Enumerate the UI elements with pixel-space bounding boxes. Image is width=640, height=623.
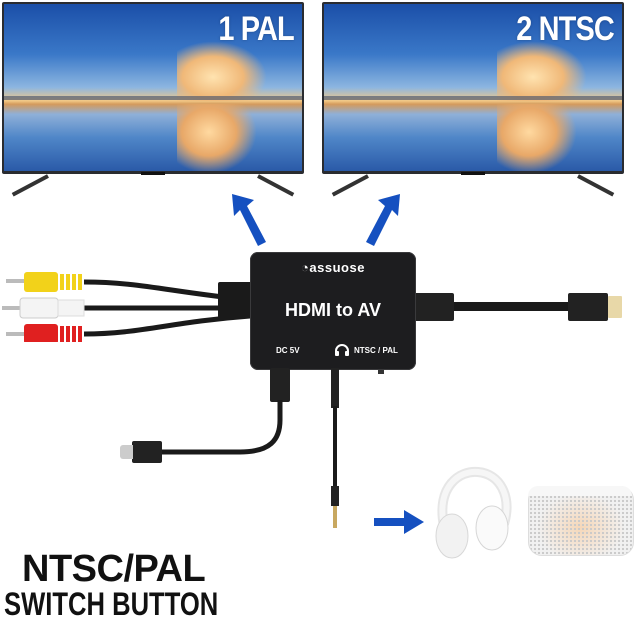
tv-bezel-logo <box>460 172 485 175</box>
audio-plug-housing <box>331 368 339 408</box>
audio-3.5mm-tip <box>333 506 337 528</box>
usb-c-plug-tip <box>120 445 133 459</box>
cloud-reflection <box>496 104 577 171</box>
cloud-image <box>496 40 587 101</box>
usb-c-plug-device-end <box>270 368 290 402</box>
tv-label: 2 NTSC <box>516 10 615 48</box>
tv-pal: 1 PAL <box>2 2 304 197</box>
rca-cable-strain-relief <box>218 282 254 318</box>
tv-label: 1 PAL <box>218 10 294 48</box>
device-title: HDMI to AV <box>285 300 381 320</box>
brand-logo: ◔assuose <box>250 260 416 275</box>
hdmi-to-av-converter: ◔assuose HDMI to AV DC 5V NTSC / PAL <box>250 252 416 370</box>
hdmi-port-housing <box>414 293 454 321</box>
caption-line-2: SWITCH BUTTON <box>4 586 219 622</box>
switch-label: NTSC / PAL <box>354 346 398 355</box>
hdmi-plug <box>568 293 608 321</box>
tv-bezel-logo <box>140 172 165 175</box>
audio-cable <box>333 406 337 488</box>
brand-name: assuose <box>309 260 365 275</box>
tv-stand-right <box>577 174 615 197</box>
power-port-label: DC 5V <box>276 346 300 355</box>
horizon <box>324 95 622 100</box>
arrow-up-left-icon <box>232 194 266 246</box>
tv-screen: 1 PAL <box>4 4 302 171</box>
smart-speaker-top <box>528 486 632 496</box>
usb-c-cable <box>160 400 283 455</box>
usb-c-plug <box>132 441 162 463</box>
ntsc-pal-switch-button[interactable] <box>378 370 384 374</box>
rca-cables <box>2 272 251 342</box>
cloud-reflection <box>176 104 257 171</box>
cloud-image <box>176 40 267 101</box>
tv-ntsc: 2 NTSC <box>322 2 624 197</box>
caption-line-1: NTSC/PAL <box>22 548 206 590</box>
hdmi-cable <box>454 302 570 311</box>
headphone-icon <box>335 344 349 356</box>
arrow-right-icon <box>374 510 424 534</box>
smart-speaker-image <box>528 486 634 556</box>
horizon <box>4 95 302 100</box>
tv-stand-left <box>11 174 49 197</box>
hdmi-plug-tip <box>608 296 622 318</box>
headphones-image <box>435 466 512 559</box>
arrow-up-right-icon <box>366 194 400 246</box>
tv-screen: 2 NTSC <box>324 4 622 171</box>
brand-logo-icon: ◔ <box>301 260 310 275</box>
audio-plug-body <box>331 486 339 506</box>
